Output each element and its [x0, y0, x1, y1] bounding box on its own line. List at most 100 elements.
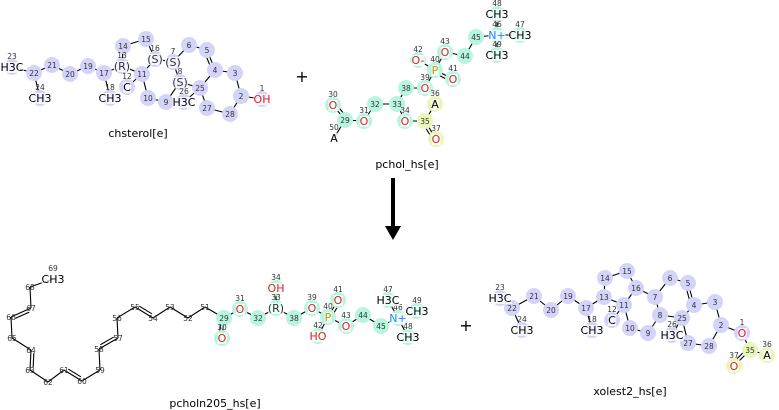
atom-highlight — [616, 297, 632, 313]
atom-45: 45 — [376, 322, 386, 331]
atom-number: 64 — [26, 346, 36, 355]
label-backdrop — [147, 54, 163, 65]
atom-symbol: CH3 — [511, 324, 534, 337]
atom-number: 47 — [383, 285, 393, 294]
atom-highlight — [207, 62, 223, 78]
atom-highlight — [181, 37, 197, 53]
atom-number: 39 — [420, 73, 430, 82]
bond — [10, 316, 13, 339]
bond — [29, 369, 49, 383]
atom-highlight — [96, 65, 112, 81]
atom-number: 31 — [235, 294, 245, 303]
atom-number: 18 — [105, 83, 115, 92]
atom-highlight — [596, 289, 612, 305]
bond — [81, 369, 101, 382]
atom-29: 29 — [340, 116, 350, 125]
atom-symbol: O — [308, 302, 317, 315]
label-backdrop — [235, 304, 245, 315]
atom-number: 58 — [94, 345, 104, 354]
atom-number: 33 — [271, 293, 281, 302]
atom-number: 8 — [658, 311, 663, 320]
label-backdrop — [485, 9, 509, 20]
atom-27: 27 — [683, 339, 693, 348]
atom-number: 38 — [401, 84, 411, 93]
atom-number: 43 — [341, 311, 351, 320]
atom-62: 62 — [43, 378, 53, 387]
molecule-chsterol-e-: OH123456(S)7(S)891011C12(R)131415(S)1617… — [0, 31, 271, 122]
atom-52: 52 — [183, 314, 193, 323]
label-backdrop — [267, 283, 285, 294]
double-bond — [15, 311, 30, 319]
label-backdrop — [420, 83, 430, 94]
atom-number: 42 — [313, 321, 323, 330]
atom-41: O41 — [333, 285, 343, 307]
atom-8: (S)8 — [172, 67, 188, 89]
atom-number: 66 — [6, 313, 16, 322]
atom-3: 3 — [713, 298, 718, 307]
atom-number: 4 — [692, 301, 697, 310]
atom-20: 20 — [65, 70, 75, 79]
label-backdrop — [253, 94, 271, 105]
atom-number: 13 — [599, 293, 609, 302]
atom-number: 54 — [148, 314, 158, 323]
label-backdrop — [508, 30, 532, 41]
atom-highlight — [192, 80, 208, 96]
atom-highlight — [227, 65, 243, 81]
atom-number: 25 — [195, 84, 205, 93]
atom-number: 20 — [546, 306, 556, 315]
atom-number: 34 — [271, 273, 281, 282]
atom-43: O43 — [440, 37, 450, 59]
label-backdrop — [307, 303, 317, 314]
atom-symbol: O — [441, 46, 450, 59]
atom-13: (R)13 — [113, 51, 131, 73]
atom-11: 11 — [137, 70, 147, 79]
atom-1: OH1 — [253, 84, 271, 106]
atom-number: 6 — [187, 41, 192, 50]
atom-highlight — [389, 96, 405, 112]
atom-symbol: A — [763, 349, 771, 362]
atom-symbol: CH3 — [509, 29, 532, 42]
atom-19: 19 — [563, 292, 573, 301]
reaction-arrow — [385, 178, 401, 240]
atom-33: (R)33 — [267, 293, 285, 315]
atom-16: 16 — [631, 284, 641, 293]
atom-highlight — [417, 113, 433, 129]
atom-symbol: N+ — [389, 312, 406, 325]
atom-38: 38 — [289, 314, 299, 323]
atom-45: 45 — [471, 33, 481, 42]
atom-35: 35 — [420, 117, 430, 126]
atom-symbol: HO — [310, 330, 327, 343]
atom-highlight — [652, 307, 668, 323]
atom-42: O-42 — [411, 45, 425, 67]
atom-40: P40 — [430, 55, 440, 77]
atom-65: 65 — [7, 334, 17, 343]
atom-37: O37 — [729, 351, 739, 373]
atom-number: 5 — [205, 46, 210, 55]
double-bond — [32, 353, 35, 368]
atom-highlight — [44, 57, 60, 73]
atom-symbol: (R) — [268, 302, 284, 315]
double-bond — [67, 368, 82, 378]
atom-number: 41 — [333, 285, 343, 294]
atom-number: 31 — [359, 106, 369, 115]
atom-30: O30 — [328, 90, 338, 112]
double-bond — [100, 336, 114, 346]
atom-43: O43 — [341, 311, 351, 333]
atom-number: 21 — [529, 292, 539, 301]
atom-40: P40 — [323, 302, 333, 324]
atom-number: 33 — [392, 100, 402, 109]
atom-60: 60 — [77, 377, 87, 386]
atom-33: 33 — [392, 100, 402, 109]
label-backdrop — [608, 315, 617, 326]
atom-highlight — [701, 338, 717, 354]
atom-symbol: O — [360, 115, 369, 128]
atom-symbol: CH3 — [99, 92, 122, 105]
atom-symbol: O — [730, 360, 739, 373]
